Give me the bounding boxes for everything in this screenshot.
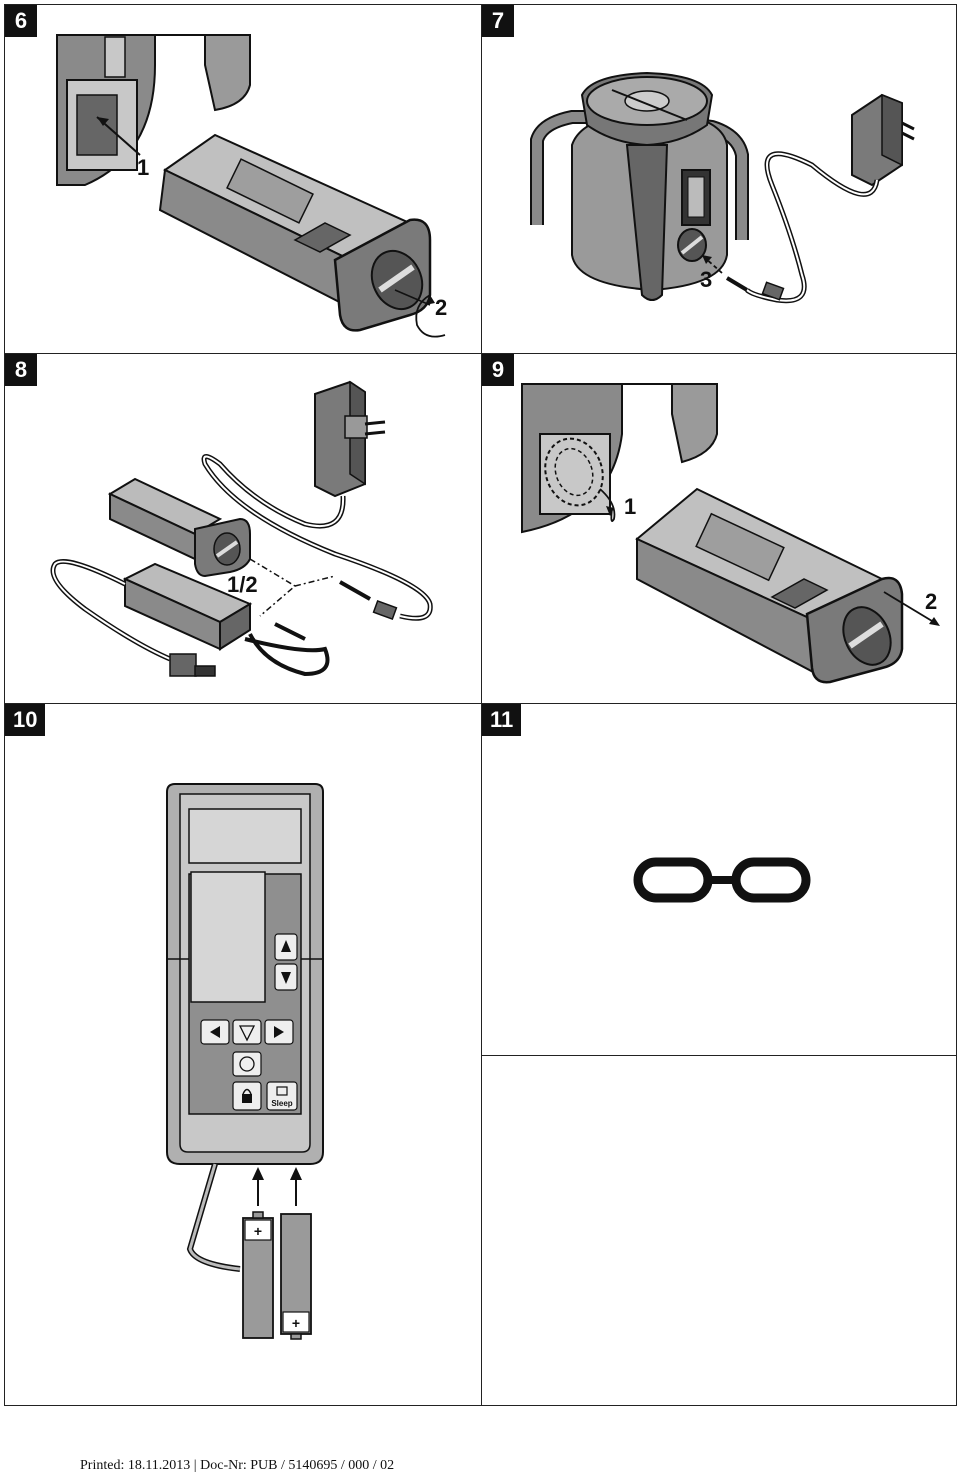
figure-8-panel: 8	[4, 353, 482, 704]
laser-charging-illustration: 3	[530, 71, 915, 304]
figure-number: 10	[5, 704, 46, 736]
remote-control-battery-illustration: Sleep + +	[166, 783, 324, 1340]
battery-insert-illustration: 1 2	[56, 34, 447, 338]
svg-text:1: 1	[624, 494, 636, 519]
svg-text:Sleep: Sleep	[271, 1099, 292, 1108]
battery-remove-illustration: 1 2	[521, 383, 940, 684]
figure-11-panel: 11	[481, 703, 957, 1056]
figure-number: 6	[5, 5, 37, 37]
print-footer: Printed: 18.11.2013 | Doc-Nr: PUB / 5140…	[80, 1458, 395, 1473]
empty-panel	[481, 1055, 957, 1406]
svg-text:2: 2	[435, 295, 447, 320]
svg-text:3: 3	[700, 267, 712, 292]
figure-6-panel: 6 1 2	[4, 4, 482, 354]
svg-text:1/2: 1/2	[227, 572, 258, 597]
figure-number: 11	[482, 704, 522, 736]
svg-text:2: 2	[925, 589, 937, 614]
svg-text:+: +	[254, 1223, 262, 1239]
figure-10-panel: 10	[4, 703, 482, 1406]
figure-9-panel: 9 1 2	[481, 353, 957, 704]
figure-number: 7	[482, 5, 514, 37]
figure-number: 8	[5, 354, 37, 386]
battery-charging-illustration: 1/2	[50, 380, 433, 677]
figure-7-panel: 7	[481, 4, 957, 354]
chain-link-icon	[633, 857, 811, 903]
svg-text:+: +	[292, 1315, 300, 1331]
svg-text:1: 1	[137, 155, 149, 180]
figure-grid: 6 1 2 7	[4, 4, 957, 1406]
figure-number: 9	[482, 354, 514, 386]
